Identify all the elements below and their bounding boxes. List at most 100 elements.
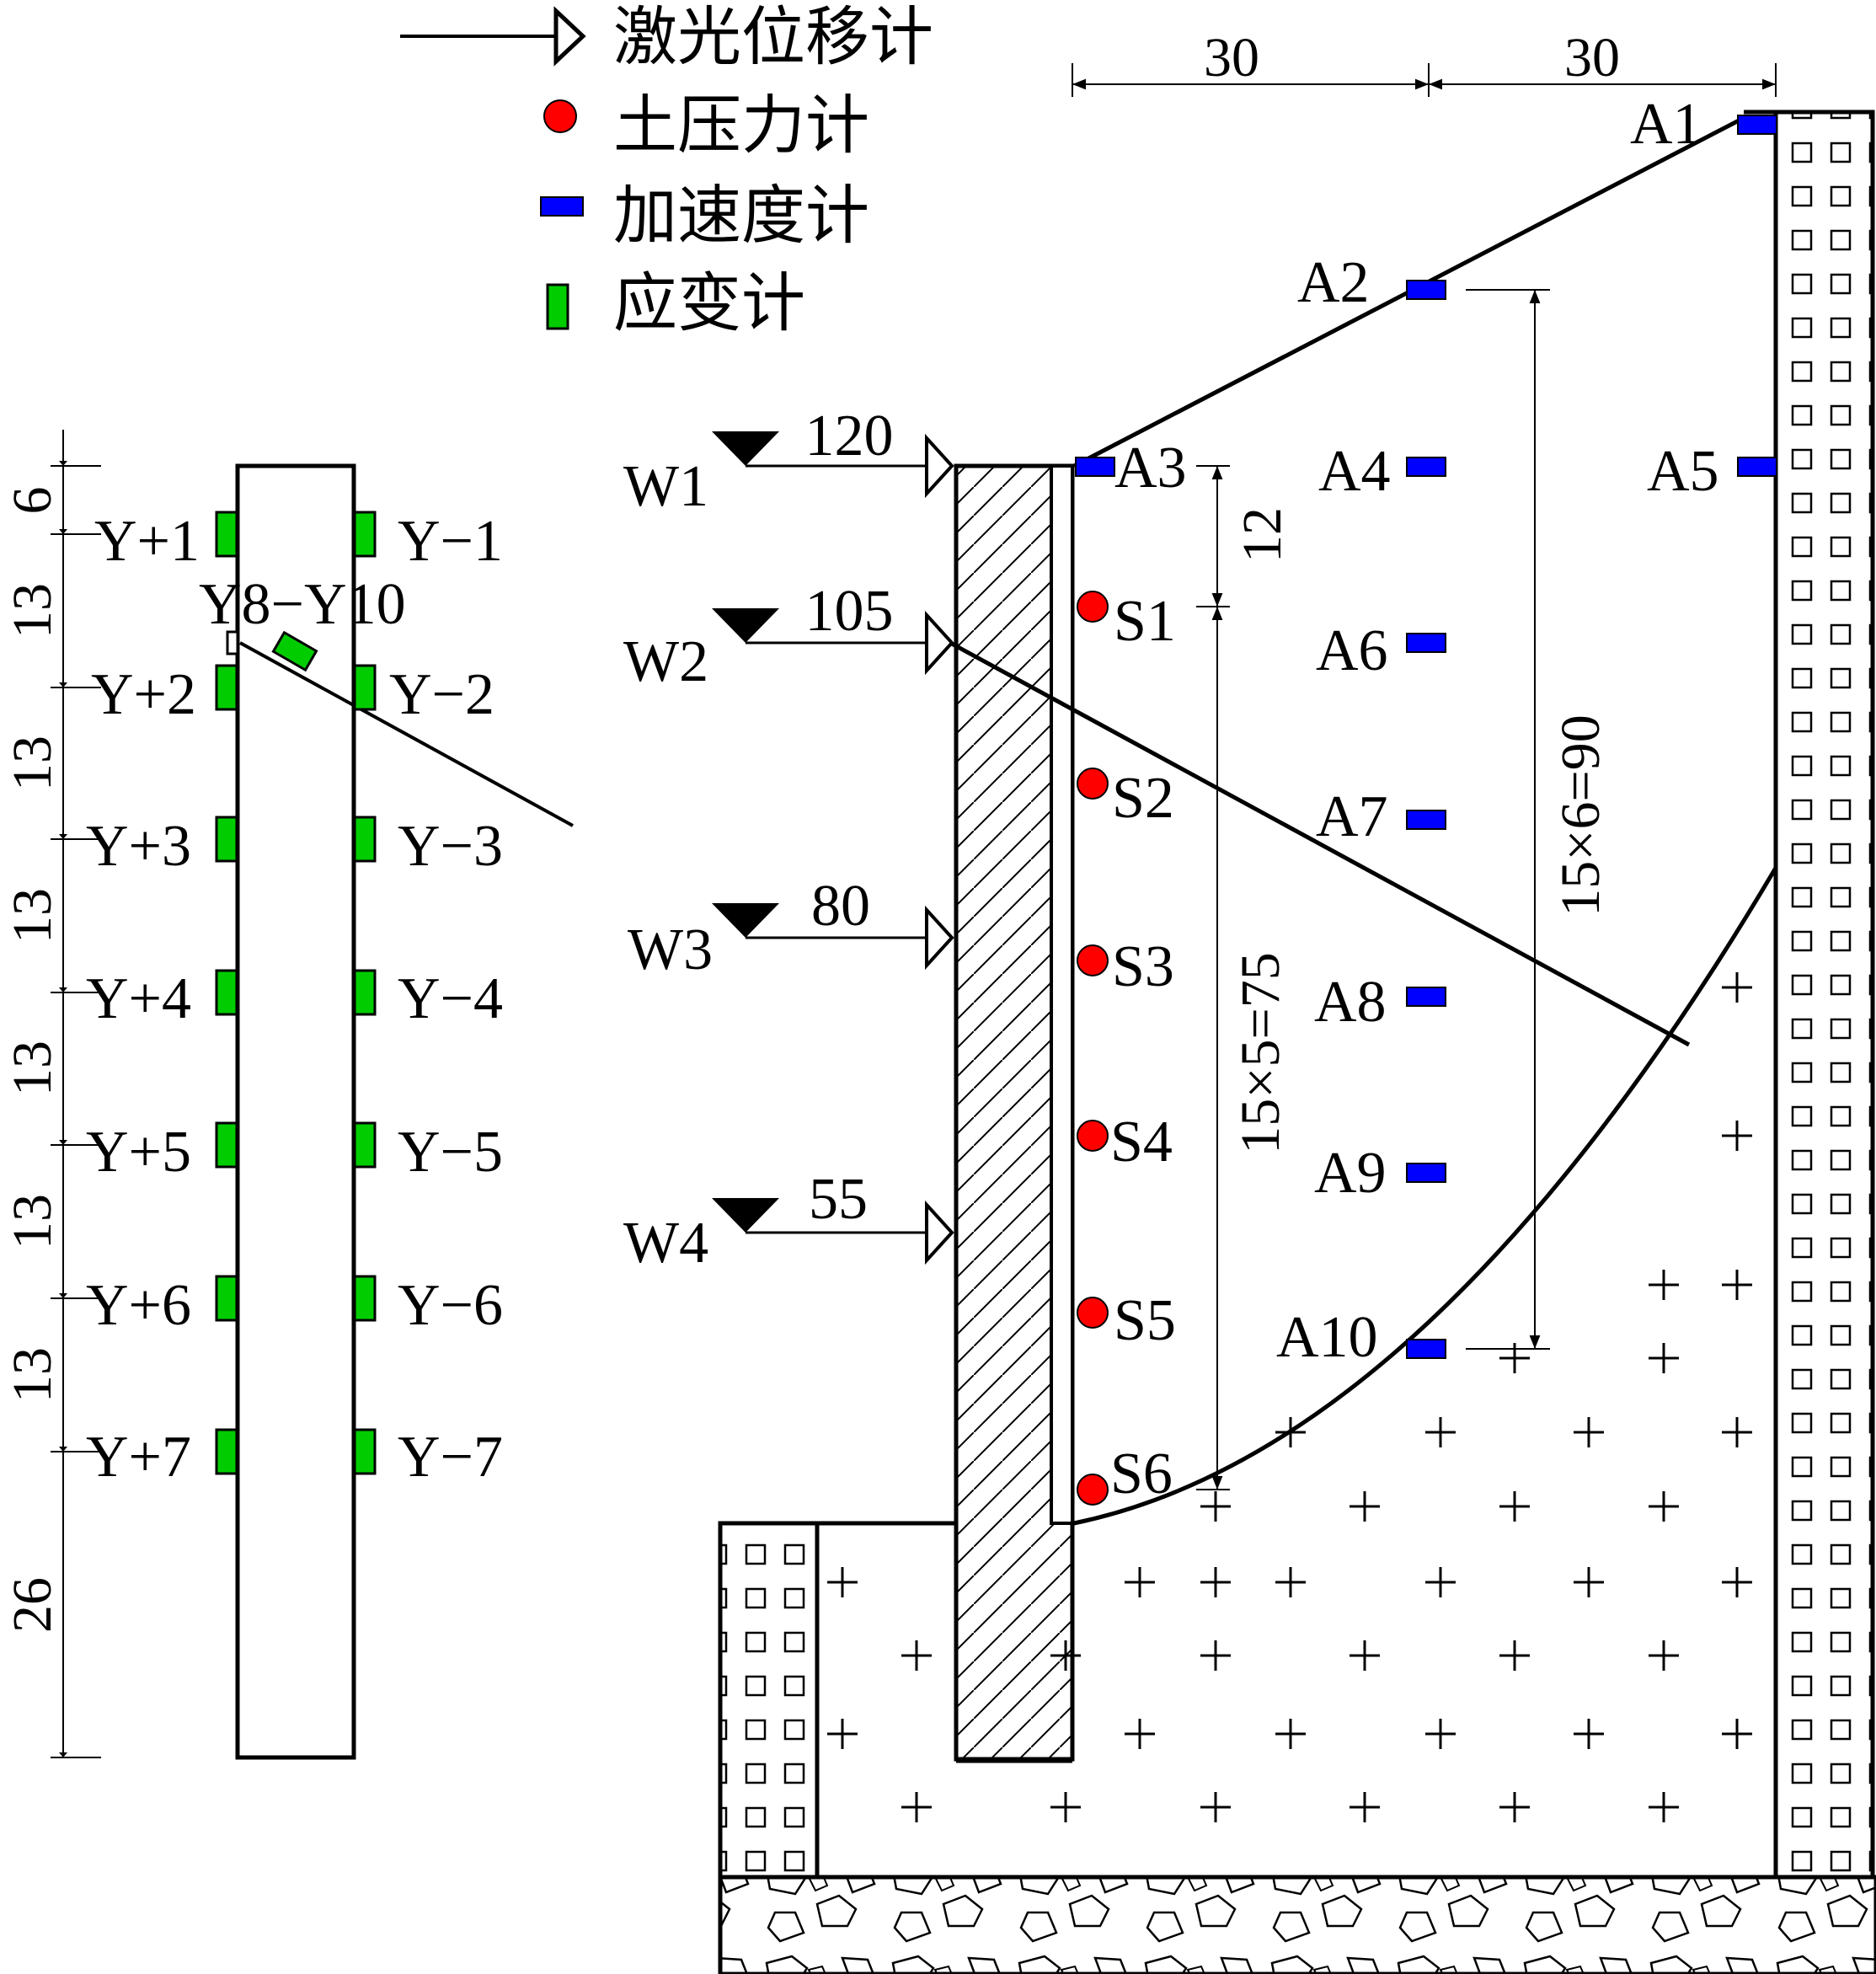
s4-label: S4 bbox=[1110, 1110, 1173, 1174]
a5-label: A5 bbox=[1647, 439, 1719, 504]
y-4-label: Y−4 bbox=[398, 966, 503, 1031]
accelerometer-a10 bbox=[1406, 1339, 1446, 1359]
strain-gauges-left bbox=[215, 511, 238, 1475]
w1-value: 120 bbox=[805, 404, 894, 468]
pile-body bbox=[235, 463, 356, 1760]
y+2-label: Y+2 bbox=[91, 662, 196, 727]
pile-dim-13a: 13 bbox=[2, 583, 63, 639]
right-boundary-fill bbox=[1773, 110, 1875, 1880]
anchor-line bbox=[949, 640, 1691, 1047]
legend-accelerometer: 加速度计 bbox=[540, 178, 869, 253]
s2-label: S2 bbox=[1112, 766, 1174, 831]
a3-label: A3 bbox=[1114, 436, 1187, 500]
water-level-w1: W1 120 bbox=[623, 404, 954, 519]
accelerometer-a3 bbox=[1075, 457, 1115, 477]
legend-accelerometer-label: 加速度计 bbox=[613, 178, 869, 253]
accelerometer-a7 bbox=[1406, 810, 1446, 830]
water-level-w2: W2 105 bbox=[623, 579, 954, 694]
water-level-w4: W4 55 bbox=[623, 1167, 954, 1276]
a8-label: A8 bbox=[1314, 970, 1387, 1035]
pile-dimension-chain: 6 13 13 13 13 13 13 26 bbox=[2, 430, 101, 1758]
pile-dim-13c: 13 bbox=[2, 888, 63, 944]
strain-gauge-icon bbox=[546, 283, 569, 330]
dim-75: 15×5=75 bbox=[1230, 952, 1291, 1153]
pile-dim-26: 26 bbox=[2, 1577, 63, 1633]
w4-value: 55 bbox=[809, 1167, 868, 1232]
model-section: 30 30 W1 120 W2 105 W3 bbox=[623, 27, 1876, 1974]
y+4-label: Y+4 bbox=[86, 966, 191, 1031]
accelerometer-a9 bbox=[1406, 1163, 1446, 1183]
a6-label: A6 bbox=[1316, 618, 1388, 683]
y-3-label: Y−3 bbox=[398, 814, 503, 879]
w2-value: 105 bbox=[805, 579, 894, 644]
w4-label: W4 bbox=[623, 1211, 708, 1276]
pile-dim-13f: 13 bbox=[2, 1347, 63, 1403]
pressure-cell-s2 bbox=[1077, 768, 1109, 800]
w2-label: W2 bbox=[623, 629, 708, 694]
accelerometer-a4 bbox=[1406, 457, 1446, 477]
s5-label: S5 bbox=[1114, 1288, 1176, 1353]
pile-dim-13d: 13 bbox=[2, 1040, 63, 1096]
gravel-base bbox=[718, 1875, 1876, 1974]
gauge-labels-right: Y−1 Y−2 Y−3 Y−4 Y−5 Y−6 Y−7 bbox=[389, 509, 503, 1490]
legend-strain: 应变计 bbox=[546, 265, 805, 340]
strain-gauge-y8-y10 bbox=[271, 630, 318, 672]
legend-laser: 激光位移计 bbox=[400, 0, 933, 74]
pressure-cell-s1 bbox=[1077, 591, 1109, 623]
s3-label: S3 bbox=[1112, 934, 1174, 999]
accelerometer-a1 bbox=[1737, 115, 1777, 135]
legend-strain-label: 应变计 bbox=[613, 265, 805, 340]
y+5-label: Y+5 bbox=[86, 1120, 191, 1185]
accelerometer-icon bbox=[540, 196, 584, 217]
gauge-labels-left: Y+1 Y+2 Y+3 Y+4 Y+5 Y+6 Y+7 bbox=[86, 509, 200, 1490]
dimension-accelerometer: 15×6=90 bbox=[1466, 289, 1611, 1350]
accelerometer-a2 bbox=[1406, 280, 1446, 300]
pressure-cell-icon bbox=[543, 99, 577, 133]
y+3-label: Y+3 bbox=[86, 814, 191, 879]
legend-laser-label: 激光位移计 bbox=[613, 0, 933, 74]
accelerometers: A1 A2 A3 A4 A5 A6 A7 A8 A9 A10 bbox=[1075, 92, 1777, 1370]
y-1-label: Y−1 bbox=[398, 509, 503, 574]
left-boundary-fill bbox=[718, 1521, 820, 1880]
legend: 激光位移计 土压力计 加速度计 应变计 bbox=[400, 0, 933, 340]
pressure-cell-s5 bbox=[1077, 1297, 1109, 1329]
y-7-label: Y−7 bbox=[398, 1425, 503, 1490]
w3-value: 80 bbox=[811, 874, 870, 939]
dim-90: 15×6=90 bbox=[1550, 714, 1611, 916]
legend-earth-pressure: 土压力计 bbox=[543, 88, 869, 163]
w3-label: W3 bbox=[628, 917, 713, 982]
pressure-cell-s3 bbox=[1077, 944, 1109, 976]
accelerometer-a8 bbox=[1406, 987, 1446, 1007]
accelerometer-a6 bbox=[1406, 633, 1446, 653]
accelerometer-a5 bbox=[1737, 457, 1777, 477]
top-dim-left: 30 bbox=[1204, 27, 1259, 88]
y+1-label: Y+1 bbox=[94, 509, 200, 574]
a1-label: A1 bbox=[1630, 92, 1702, 157]
pile-dim-6: 6 bbox=[2, 487, 63, 515]
pile-anchor-head bbox=[226, 630, 239, 655]
bedrock-interface bbox=[1073, 866, 1778, 1526]
a9-label: A9 bbox=[1314, 1141, 1387, 1206]
y+7-label: Y+7 bbox=[86, 1425, 191, 1490]
y-5-label: Y−5 bbox=[398, 1120, 503, 1185]
pile-dim-13b: 13 bbox=[2, 736, 63, 791]
pile-detail: Y8−Y10 Y+1 Y+2 Y+3 Y+4 Y+5 Y+ bbox=[2, 430, 574, 1760]
lagging-plate bbox=[1050, 464, 1074, 1525]
legend-pressure-label: 土压力计 bbox=[613, 88, 869, 163]
pressure-cell-s6 bbox=[1077, 1474, 1109, 1506]
y+6-label: Y+6 bbox=[86, 1273, 191, 1338]
pressure-cells: S1 S2 S3 S4 S5 S6 bbox=[1077, 589, 1176, 1506]
water-levels: W1 120 W2 105 W3 80 W4 bbox=[623, 404, 954, 1276]
strain-gauges-right bbox=[353, 511, 377, 1475]
top-dim-right: 30 bbox=[1564, 27, 1620, 88]
a2-label: A2 bbox=[1297, 250, 1370, 315]
pressure-cell-s4 bbox=[1077, 1120, 1109, 1152]
y-6-label: Y−6 bbox=[398, 1273, 503, 1338]
a7-label: A7 bbox=[1316, 784, 1388, 849]
pile-anchor-line bbox=[239, 641, 574, 827]
s1-label: S1 bbox=[1114, 589, 1176, 654]
top-dimension: 30 30 bbox=[1072, 27, 1777, 97]
dim-12: 12 bbox=[1232, 507, 1293, 563]
y8-y10-label: Y8−Y10 bbox=[199, 572, 406, 637]
